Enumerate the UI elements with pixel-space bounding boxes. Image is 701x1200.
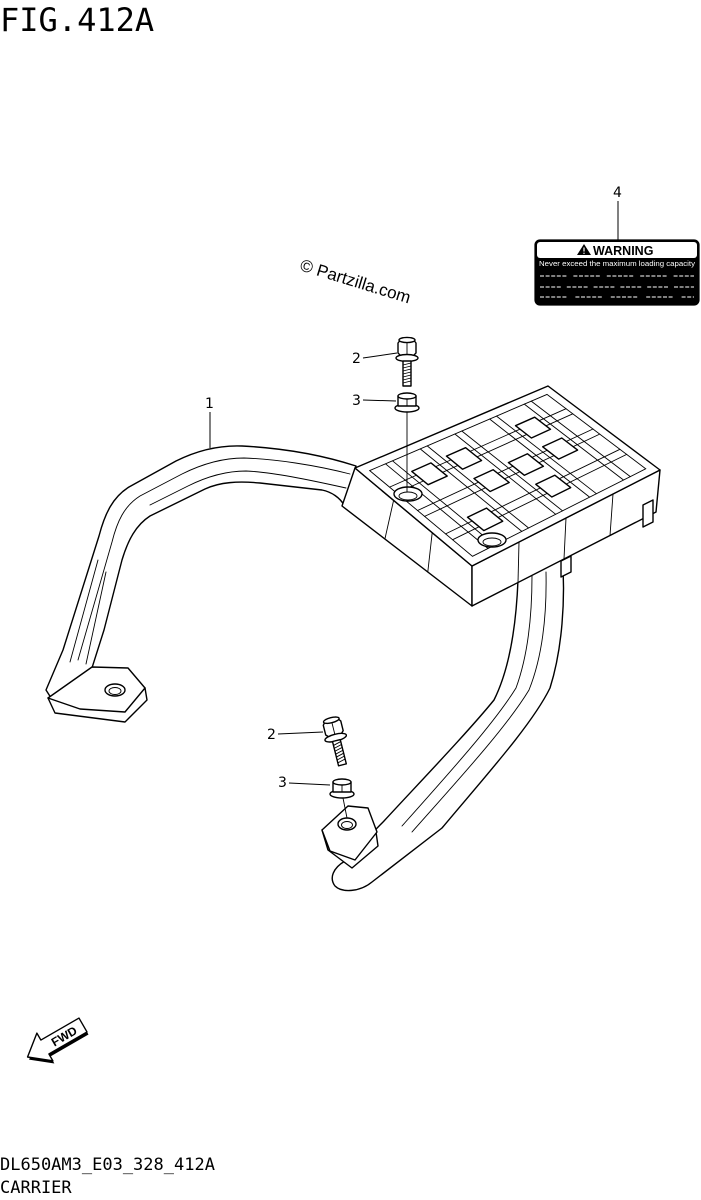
rack-lattice-block (535, 474, 572, 498)
callout-number[interactable]: 4 (613, 185, 622, 201)
rack-cross-rib (385, 463, 489, 549)
left-arm-face-line (69, 559, 107, 665)
leader-line (362, 399, 397, 402)
warning-triangle-icon (577, 244, 591, 255)
rack-cross-rib (392, 460, 496, 546)
leader-line (277, 731, 324, 735)
right-foot-hole-inner (341, 821, 353, 829)
callout-3-lower[interactable]: 3 (278, 775, 331, 791)
warning-label-header (537, 242, 697, 258)
fwd-arrow-icon: FWD (26, 1017, 89, 1064)
rack-face-step (609, 493, 614, 536)
right-mount-foot (321, 805, 379, 869)
figure-code: DL650AM3_E03_328_412A (0, 1155, 215, 1175)
callout-1[interactable]: 1 (205, 396, 214, 448)
rack-tab (560, 555, 572, 578)
assembly-guide-line (342, 797, 348, 819)
carrier-left-arm (45, 445, 357, 713)
rack-mount-hole (393, 486, 423, 502)
warning-label-title: WARNING (593, 244, 653, 258)
rack-lattice-block (473, 469, 510, 493)
warning-label-text: Never exceed the maximum loading capacit… (539, 261, 696, 268)
callout-3-upper[interactable]: 3 (352, 393, 397, 409)
rack-lattice-block (542, 437, 579, 460)
rack-face-step (427, 532, 433, 573)
washer-upper (394, 392, 420, 413)
callout-number[interactable]: 2 (352, 351, 361, 367)
warning-label: WARNING Never exceed the maximum loading… (534, 239, 700, 306)
rack-lattice (368, 393, 647, 583)
callout-2-lower[interactable]: 2 (267, 727, 324, 743)
bolt-thread-lines (333, 741, 346, 764)
rack-tab (642, 499, 654, 528)
rack-lattice-block (514, 416, 552, 439)
watermark: © Partzilla.com (298, 256, 413, 308)
callout-number[interactable]: 3 (352, 393, 361, 409)
rack-cross-rib (523, 403, 624, 481)
carrier-rack (341, 385, 661, 607)
leader-line (362, 352, 398, 359)
rack-cross-rib (419, 448, 523, 532)
left-arm-highlight (77, 457, 351, 661)
bolt-lower (322, 716, 348, 767)
left-arm-highlight (149, 470, 347, 506)
left-foot-plate (47, 666, 146, 713)
right-arm-highlight (401, 575, 533, 827)
callout-number[interactable]: 1 (205, 396, 214, 412)
washer-lower (329, 778, 355, 799)
rack-face-step (384, 499, 395, 540)
rack-mount-hole-inner (482, 537, 502, 547)
right-arm-highlight (411, 571, 547, 833)
rack-cross-rib (530, 400, 631, 478)
rack-cross-rib (426, 445, 530, 529)
left-mount-foot (47, 666, 148, 723)
rack-lattice-block (411, 462, 448, 486)
bolt-thread-lines (402, 362, 412, 384)
rack-cross-rib (496, 415, 597, 495)
washer-top (332, 778, 352, 786)
right-foot-plate (321, 805, 378, 861)
warning-label-text-lines (540, 275, 694, 298)
callout-number[interactable]: 3 (278, 775, 287, 791)
rack-cross-rib (461, 430, 563, 512)
bolt-upper (395, 336, 419, 387)
figure-name: CARRIER (0, 1178, 72, 1198)
fwd-arrow-body (26, 1017, 88, 1062)
rack-rim (368, 393, 647, 557)
left-foot-hole-inner (108, 687, 122, 695)
rack-lattice-block (445, 447, 483, 470)
washer-top (397, 392, 417, 400)
rack-lattice-block (466, 507, 504, 532)
bolt-head-top (398, 336, 416, 344)
bolt-shank (402, 360, 412, 387)
rack-face-step (517, 541, 520, 583)
rack-cross-rib (489, 418, 591, 498)
leader-line (288, 782, 331, 786)
rack-lattice-block (507, 453, 545, 476)
rack-face-step (563, 517, 567, 560)
rack-cross-rib (454, 433, 557, 515)
rack-mount-hole (477, 532, 507, 548)
figure-title: FIG.412A (0, 1, 154, 39)
rack-mount-hole-inner (398, 491, 418, 501)
bolt-shank (331, 738, 348, 767)
callout-number[interactable]: 2 (267, 727, 276, 743)
callout-2-upper[interactable]: 2 (352, 351, 398, 367)
callout-4[interactable]: 4 (613, 185, 622, 240)
